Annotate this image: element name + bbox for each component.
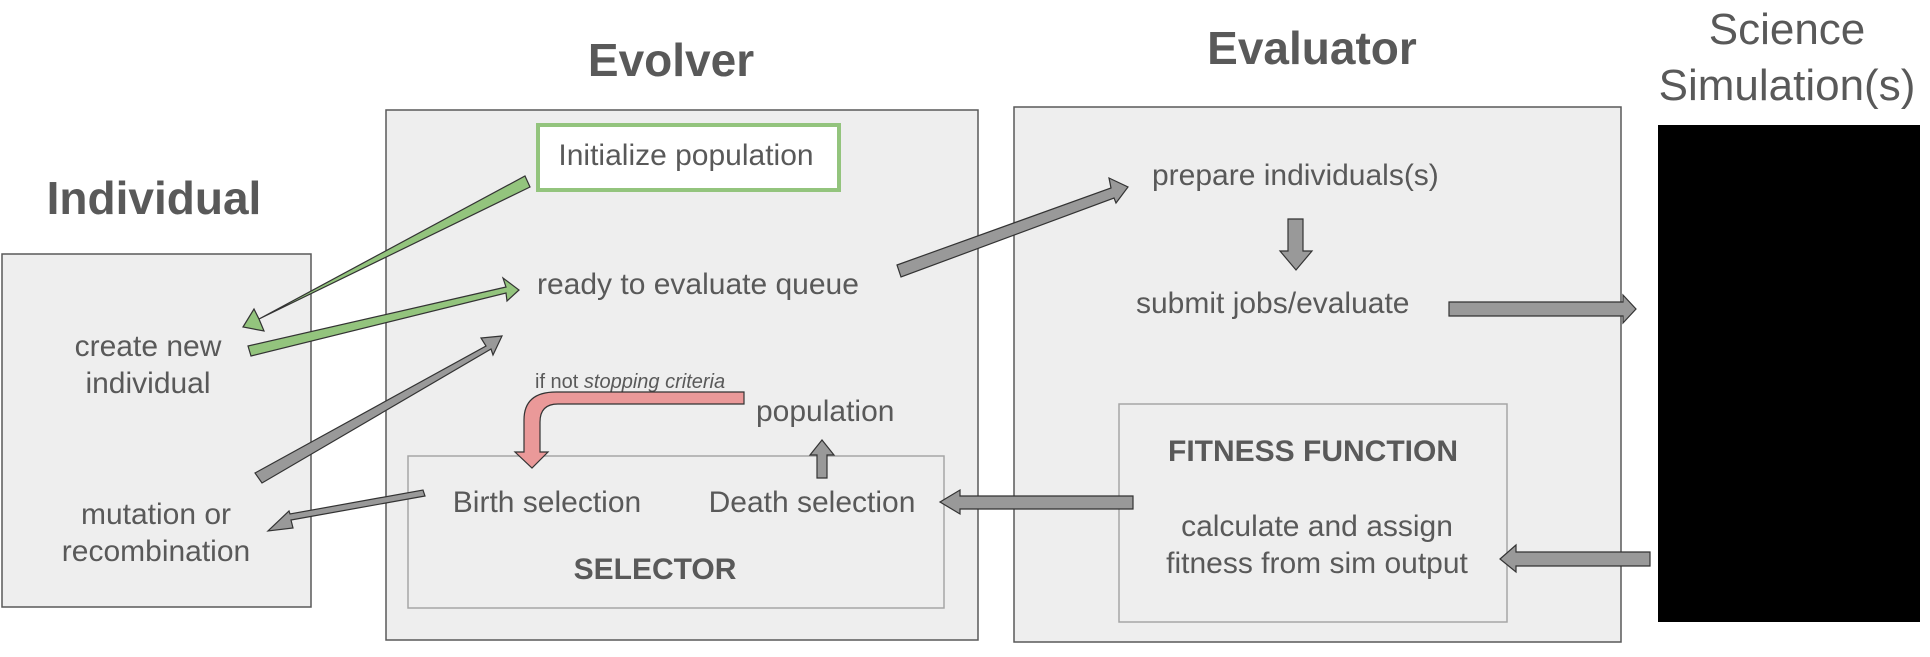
green-arrow-init-to-create xyxy=(242,175,531,332)
selector-label: SELECTOR xyxy=(574,553,737,586)
evolver-title: Evolver xyxy=(588,34,754,86)
gray-arrow-sim-to-fitness xyxy=(1499,543,1651,574)
red-arrow-population-to-birth xyxy=(513,391,745,469)
fitness-line2: fitness from sim output xyxy=(1166,547,1468,580)
initialize-population-label: Initialize population xyxy=(558,139,813,172)
birth-selection-label: Birth selection xyxy=(453,486,641,519)
fitness-function-box xyxy=(1118,403,1508,623)
fitness-line1: calculate and assign xyxy=(1181,510,1453,543)
death-selection-label: Death selection xyxy=(709,486,916,519)
gray-arrow-submit-to-sim xyxy=(1448,293,1637,325)
create-new-line1: create new xyxy=(75,330,222,363)
fitness-function-title: FITNESS FUNCTION xyxy=(1168,435,1458,468)
mutation-line1: mutation or xyxy=(81,498,231,531)
ready-queue-label: ready to evaluate queue xyxy=(537,268,859,301)
science-title-line2: Simulation(s) xyxy=(1659,61,1916,110)
prepare-individuals-label: prepare individuals(s) xyxy=(1152,159,1439,192)
selector-box xyxy=(407,455,945,609)
mutation-line2: recombination xyxy=(62,535,250,568)
evaluator-title: Evaluator xyxy=(1207,22,1417,74)
gray-arrow-death-to-population xyxy=(808,439,836,479)
gray-arrow-queue-to-prepare xyxy=(896,176,1129,278)
stopping-criteria-note: if not stopping criteria xyxy=(535,371,725,393)
population-label: population xyxy=(756,395,894,428)
initialize-population-box xyxy=(536,123,841,192)
gray-arrow-mutation-to-queue xyxy=(254,335,503,484)
gray-arrow-fitness-to-death xyxy=(938,488,1134,516)
gray-arrow-birth-to-mutation xyxy=(266,489,426,532)
green-arrow-create-to-queue xyxy=(247,276,520,357)
submit-jobs-label: submit jobs/evaluate xyxy=(1136,287,1410,320)
individual-panel xyxy=(1,253,312,608)
individual-title: Individual xyxy=(47,172,262,224)
simulation-box xyxy=(1658,125,1920,622)
science-title-line1: Science xyxy=(1709,5,1866,54)
gray-arrow-prepare-to-submit xyxy=(1278,218,1314,271)
create-new-line2: individual xyxy=(85,367,210,400)
